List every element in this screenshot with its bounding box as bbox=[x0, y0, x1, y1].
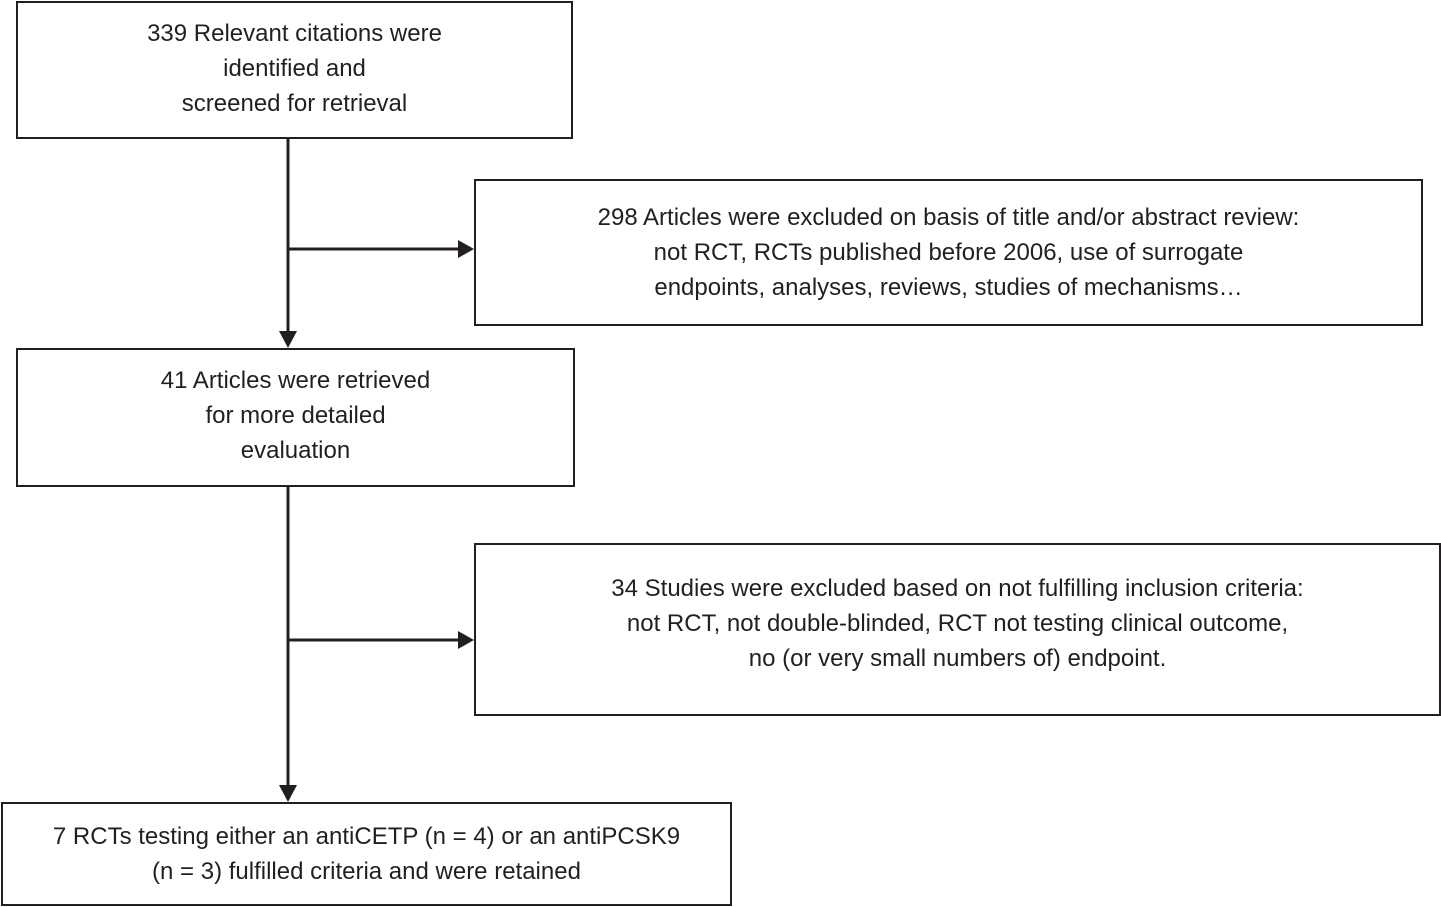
excluded-title-abstract-line-1: 298 Articles were excluded on basis of t… bbox=[597, 204, 1300, 231]
excluded-inclusion-line-1: 34 Studies were excluded based on not fu… bbox=[611, 575, 1304, 602]
arrowhead-right-excluded-inclusion bbox=[458, 631, 474, 649]
excluded-title-abstract-line-3: endpoints, analyses, reviews, studies of… bbox=[654, 274, 1243, 301]
retrieved-line-2: for more detailed bbox=[205, 402, 386, 429]
arrowhead-down-retrieved bbox=[279, 331, 297, 348]
excluded-title-abstract-line-2: not RCT, RCTs published before 2006, use… bbox=[653, 239, 1244, 266]
retained-rcts-box: 7 RCTs testing either an antiCETP (n = 4… bbox=[1, 802, 732, 906]
excluded-title-abstract-box: 298 Articles were excluded on basis of t… bbox=[474, 179, 1423, 326]
arrowhead-right-excluded-title-abstract bbox=[458, 240, 474, 258]
excluded-inclusion-criteria-box: 34 Studies were excluded based on not fu… bbox=[474, 543, 1441, 716]
retrieved-line-1: 41 Articles were retrieved bbox=[160, 367, 431, 394]
identified-line-1: 339 Relevant citations were bbox=[147, 19, 442, 47]
excluded-inclusion-line-2: not RCT, not double-blinded, RCT not tes… bbox=[626, 610, 1289, 637]
retained-line-2: (n = 3) fulfilled criteria and were reta… bbox=[152, 858, 581, 885]
retrieved-articles-box: 41 Articles were retrieved for more deta… bbox=[16, 348, 575, 487]
identified-line-3: screened for retrieval bbox=[181, 89, 408, 117]
retained-line-1: 7 RCTs testing either an antiCETP (n = 4… bbox=[52, 823, 681, 850]
excluded-inclusion-line-3: no (or very small numbers of) endpoint. bbox=[748, 645, 1167, 672]
arrowhead-down-retained bbox=[279, 785, 297, 802]
identified-line-2: identified and bbox=[223, 54, 366, 82]
identified-citations-box: 339 Relevant citations were identified a… bbox=[16, 1, 573, 139]
retrieved-line-3: evaluation bbox=[240, 437, 351, 464]
